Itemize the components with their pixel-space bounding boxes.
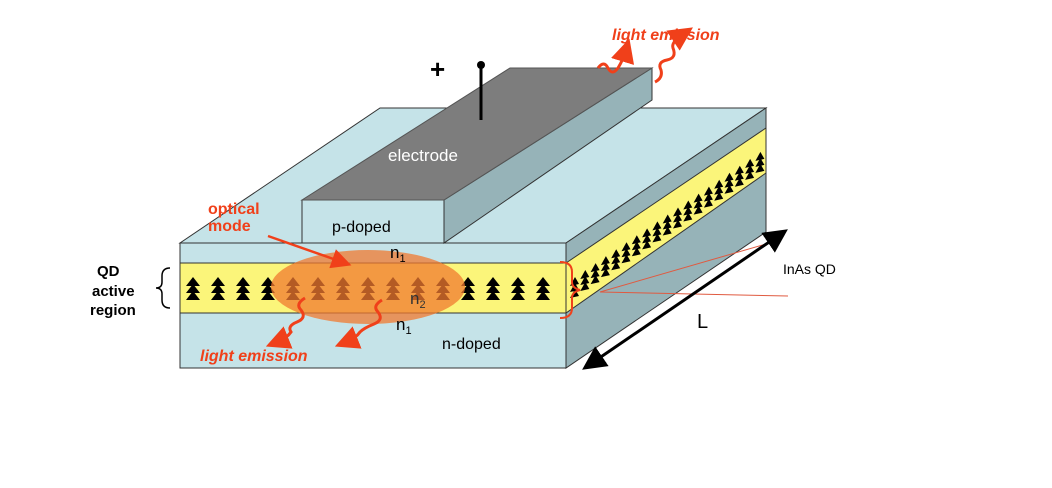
quantum-dot (714, 191, 724, 201)
quantum-dot (724, 178, 734, 188)
length-label: L (697, 311, 708, 333)
quantum-dot (703, 192, 713, 202)
n1-top-sub: 1 (399, 253, 405, 265)
quantum-dot (536, 291, 550, 300)
quantum-dot (662, 220, 672, 230)
quantum-dot (211, 291, 225, 300)
qd-brace (155, 267, 171, 309)
quantum-dot (673, 219, 682, 229)
inas-brace (559, 261, 581, 319)
n2-sub: 2 (419, 299, 425, 311)
quantum-dot (734, 171, 744, 181)
quantum-dot (186, 284, 200, 293)
electrode-label: electrode (388, 146, 458, 165)
quantum-dot (211, 277, 225, 286)
n2-n: n (410, 289, 419, 308)
quantum-dot (724, 172, 734, 182)
quantum-dot (186, 277, 200, 286)
emission-arrow-top-2 (654, 27, 693, 84)
quantum-dot (662, 214, 672, 224)
quantum-dot (683, 212, 693, 222)
quantum-dot (693, 205, 703, 215)
quantum-dot (236, 284, 250, 293)
plus-sign: + (430, 54, 445, 84)
quantum-dot (755, 163, 765, 173)
quantum-dot (673, 207, 682, 217)
quantum-dot (486, 277, 500, 286)
qd-label-3: region (90, 302, 136, 319)
quantum-dot (683, 200, 693, 210)
quantum-dot (236, 277, 250, 286)
quantum-dot (683, 206, 693, 216)
quantum-dot (745, 164, 755, 174)
quantum-dot (714, 179, 724, 189)
quantum-dot (652, 221, 662, 231)
optical-mode-pointer (267, 234, 352, 269)
quantum-dot (461, 291, 475, 300)
quantum-dot (486, 284, 500, 293)
quantum-dot (745, 158, 755, 168)
emission-arrow-bottom-2 (334, 298, 383, 349)
quantum-dot (745, 170, 755, 180)
quantum-dot (236, 291, 250, 300)
n2-label: n2 (410, 289, 426, 311)
quantum-dot (703, 186, 713, 196)
n1-top-label: n1 (390, 243, 406, 265)
n-doped-label: n-doped (442, 336, 501, 353)
n1-bottom-sub: 1 (405, 325, 411, 337)
n1-bottom-label: n1 (396, 315, 412, 337)
quantum-dot (703, 198, 713, 208)
quantum-dot (186, 291, 200, 300)
quantum-dot (261, 291, 275, 300)
emission-arrow-bottom-1 (265, 296, 306, 349)
quantum-dot (714, 185, 724, 195)
length-arrow (582, 229, 788, 370)
p-doped-label: p-doped (332, 219, 391, 236)
n1-top-n: n (390, 243, 399, 262)
light-emission-bottom-label: light emission (200, 348, 308, 365)
optical-mode-label-2: mode (208, 218, 251, 235)
quantum-dot (511, 291, 525, 300)
electrode (300, 67, 654, 201)
quantum-dot (486, 291, 500, 300)
quantum-dot (511, 284, 525, 293)
qd-label-2: active (92, 283, 135, 300)
light-emission-top-label: light emission (612, 27, 720, 44)
quantum-dot (673, 213, 682, 223)
emission-arrow-top-1 (596, 38, 635, 74)
quantum-dot (724, 184, 734, 194)
quantum-dot (734, 165, 744, 175)
optical-mode-ellipse (271, 250, 465, 324)
quantum-dot (755, 157, 765, 167)
wire-terminal (477, 61, 485, 69)
qd-label-1: QD (97, 263, 120, 280)
quantum-dot (536, 277, 550, 286)
n1-bottom-n: n (396, 315, 405, 334)
inas-qd-label: InAs QD (783, 261, 836, 277)
quantum-dot (693, 199, 703, 209)
quantum-dot (536, 284, 550, 293)
quantum-dot (755, 151, 765, 161)
optical-mode-label-1: optical (208, 201, 260, 218)
quantum-dot (211, 284, 225, 293)
quantum-dot (511, 277, 525, 286)
quantum-dot (693, 193, 703, 203)
quantum-dot (734, 177, 744, 187)
